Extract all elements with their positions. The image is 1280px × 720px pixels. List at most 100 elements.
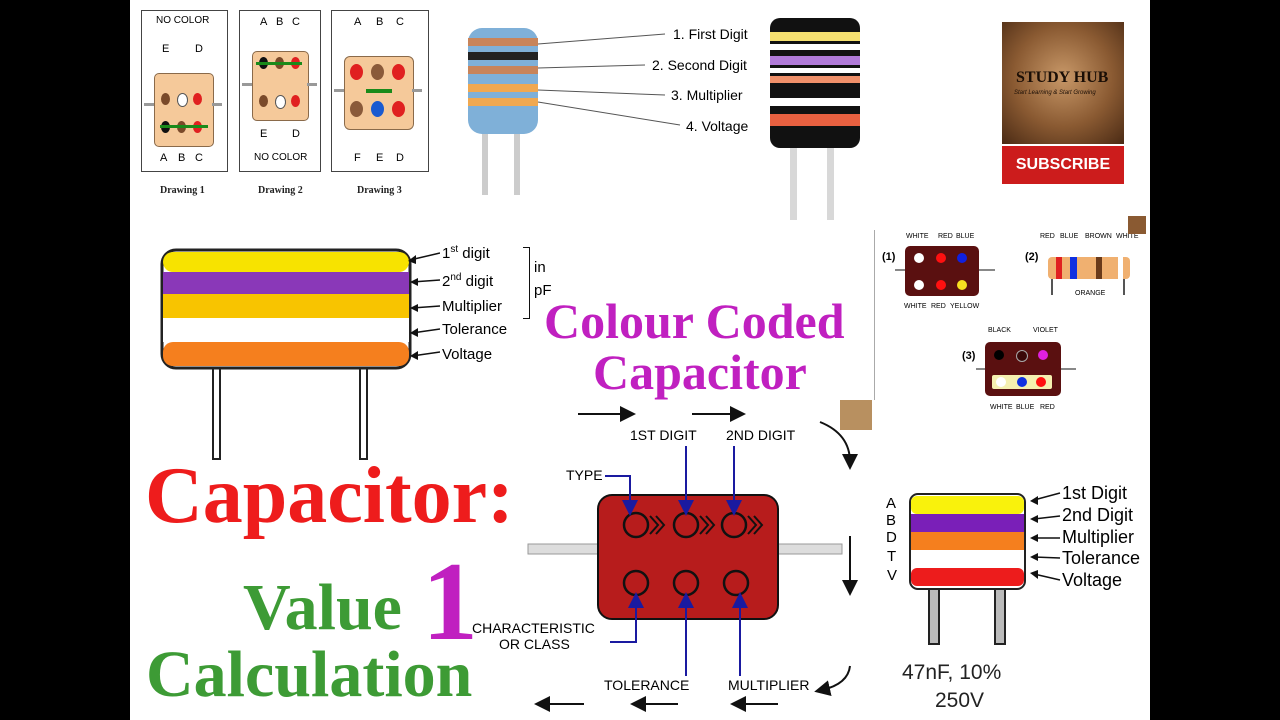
- example-2-top-white: WHITE: [1116, 233, 1139, 240]
- disc-letter-v: V: [887, 567, 898, 584]
- drawing-3-dot-2: [371, 64, 384, 80]
- drawing-2-lead-left: [242, 83, 252, 86]
- title-value: Value: [243, 571, 402, 644]
- dipped-bracket: [523, 247, 530, 319]
- drawing-3-dot-1: [350, 64, 363, 80]
- drawing-1-dot-1: [161, 93, 170, 105]
- example-3-number: (3): [962, 350, 976, 362]
- example-2-top-blue: BLUE: [1060, 233, 1079, 240]
- drawing-3-letter-f: F: [354, 152, 361, 164]
- disc-letter-b: B: [886, 512, 897, 529]
- title-calculation: Calculation: [146, 638, 473, 711]
- drawing-1-lead-right: [212, 103, 222, 106]
- drawing-3-letter-d: D: [396, 152, 404, 164]
- mica-label-tolerance: TOLERANCE: [604, 677, 690, 693]
- example-1-dot-1: [914, 253, 924, 263]
- drawing-2: A B C E D NO COLOR: [239, 10, 321, 172]
- dipped-label-multiplier: Multiplier: [442, 298, 503, 315]
- dipped-label-voltage: Voltage: [442, 346, 493, 363]
- subscribe-button[interactable]: SUBSCRIBE: [1002, 146, 1124, 184]
- tubular-label-multiplier: 3. Multiplier: [671, 87, 743, 103]
- dipped-unit-pf: pF: [534, 282, 552, 299]
- drawing-3-dot-4: [350, 101, 363, 117]
- disc-label-voltage: Voltage: [1062, 570, 1123, 590]
- disc-value-line-1: 47nF, 10%: [902, 661, 1002, 684]
- example-1-bottom-white: WHITE: [904, 303, 927, 310]
- drawing-3-arrow: [366, 89, 392, 93]
- examples-divider: [874, 230, 875, 400]
- drawing-3-letter-a: A: [354, 16, 362, 28]
- drawing-2-letter-d: D: [292, 128, 300, 140]
- drawing-2-letter-b: B: [276, 16, 284, 28]
- drawing-2-lead-right: [307, 83, 317, 86]
- example-2-number: (2): [1025, 251, 1039, 263]
- mica-label-multiplier: MULTIPLIER: [728, 677, 810, 693]
- dipped-capacitor: [160, 248, 412, 460]
- drawing-1-lead-left: [144, 103, 154, 106]
- drawing-1-dot-3: [193, 93, 202, 105]
- drawing-1-letter-e: E: [162, 43, 170, 55]
- example-2-mini-logo: [1128, 216, 1146, 234]
- tubular-label-voltage: 4. Voltage: [686, 118, 749, 134]
- drawing-1-dot-2: [177, 93, 188, 107]
- mica-label-type: TYPE: [566, 467, 603, 483]
- drawing-1-letter-a: A: [160, 152, 168, 164]
- drawing-2-no-color-label: NO COLOR: [254, 152, 308, 163]
- example-3-dot-5: [1017, 377, 1027, 387]
- drawing-1-no-color-label: NO COLOR: [156, 15, 210, 26]
- example-1-bottom-red: RED: [931, 303, 946, 310]
- drawing-1-letter-d: D: [195, 43, 203, 55]
- drawing-3-dot-6: [392, 101, 405, 117]
- drawing-3-lead-right: [412, 89, 422, 92]
- drawing-2-arrow: [256, 62, 302, 65]
- mica-label-characteristic: CHARACTERISTIC: [472, 620, 595, 636]
- dipped-label-tolerance: Tolerance: [442, 321, 508, 338]
- dipped-label-2nd-digit: 2nd digit: [442, 272, 494, 290]
- mica-label-1st-digit: 1ST DIGIT: [630, 427, 697, 443]
- drawing-2-dot-4: [259, 95, 268, 107]
- dipped-arrows: [408, 252, 440, 360]
- example-1-number: (1): [882, 251, 896, 263]
- example-1-top-red: RED: [938, 233, 953, 240]
- drawing-2-letter-a: A: [260, 16, 268, 28]
- example-3-dot-1: [994, 350, 1004, 360]
- example-2-lead-left: [1051, 279, 1053, 295]
- example-3-bottom-blue: BLUE: [1016, 404, 1035, 411]
- drawing-3-dot-3: [392, 64, 405, 80]
- disc-label-multiplier: Multiplier: [1062, 527, 1135, 547]
- example-1-dot-6: [957, 280, 967, 290]
- example-3-top-black: BLACK: [988, 327, 1011, 334]
- drawing-2-dot-6: [291, 95, 300, 107]
- mica-capacitor: [527, 406, 858, 712]
- example-3-dot-4: [996, 377, 1006, 387]
- drawing-1-letter-b: B: [178, 152, 186, 164]
- example-3-dot-6: [1036, 377, 1046, 387]
- example-1-top-white: WHITE: [906, 233, 929, 240]
- example-2-bottom-orange: ORANGE: [1075, 290, 1106, 297]
- tubular-label-second-digit: 2. Second Digit: [652, 57, 747, 73]
- title-capacitor-purple: Capacitor: [593, 344, 807, 400]
- drawing-3-dot-5: [371, 101, 384, 117]
- disc-arrows: [1030, 492, 1061, 581]
- example-1-bottom-yellow: YELLOW: [950, 303, 980, 310]
- disc-value-line-2: 250V: [935, 689, 985, 712]
- dipped-label-1st-digit: 1st digit: [442, 244, 490, 262]
- disc-letter-d: D: [886, 529, 897, 546]
- drawing-3-caption: Drawing 3: [357, 185, 402, 196]
- example-2-band-2: [1070, 257, 1077, 279]
- drawing-3-letter-b: B: [376, 16, 384, 28]
- example-3-top-violet: VIOLET: [1033, 327, 1058, 334]
- drawing-1-body: [154, 73, 214, 147]
- title-colour-coded: Colour Coded: [544, 293, 845, 349]
- drawing-2-letter-c: C: [292, 16, 300, 28]
- example-3-bottom-white: WHITE: [990, 404, 1013, 411]
- mica-label-2nd-digit: 2ND DIGIT: [726, 427, 796, 443]
- example-2-top-brown: BROWN: [1085, 233, 1112, 240]
- example-1-dot-4: [914, 280, 924, 290]
- title-capacitor-red: Capacitor:: [145, 452, 514, 540]
- drawing-2-letter-e: E: [260, 128, 268, 140]
- example-2-lead-right: [1123, 279, 1125, 295]
- disc-label-tolerance: Tolerance: [1062, 548, 1141, 568]
- disc-label-2nd-digit: 2nd Digit: [1062, 505, 1134, 525]
- tubular-capacitors: [468, 18, 860, 220]
